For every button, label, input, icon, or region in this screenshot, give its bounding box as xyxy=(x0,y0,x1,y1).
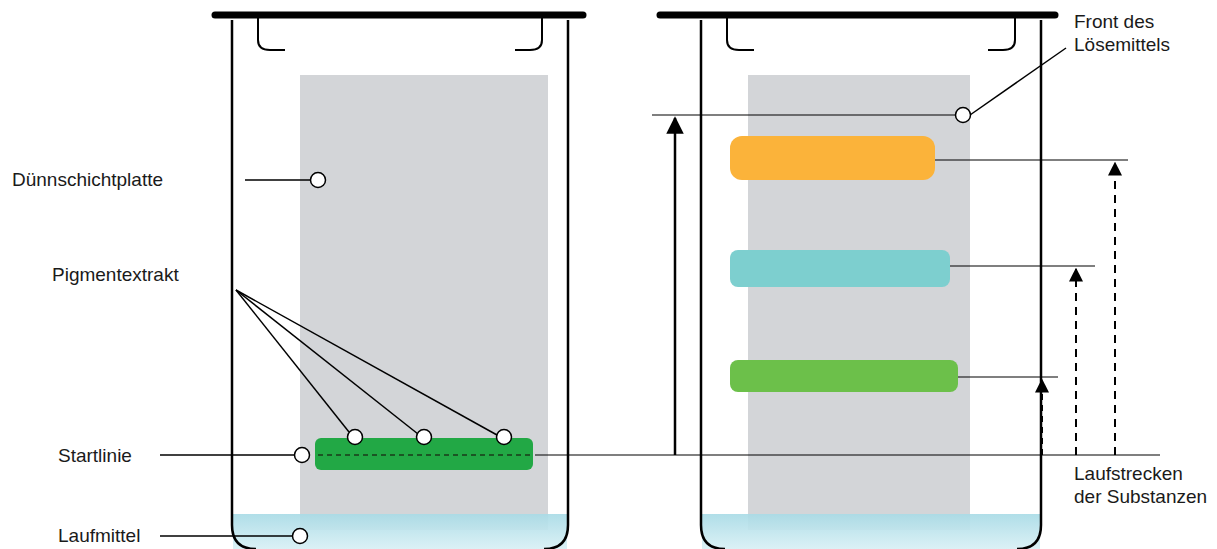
label: Laufstrecken der Substanzen xyxy=(1074,462,1214,508)
label: Front des Lösemittels xyxy=(1074,10,1212,56)
solvent xyxy=(702,514,1040,549)
pigment-band-orange xyxy=(730,136,935,180)
beaker-lip xyxy=(727,16,1015,50)
lid xyxy=(215,12,583,19)
solvent xyxy=(233,514,567,549)
pigment-band-green xyxy=(730,360,958,392)
start-line xyxy=(318,454,530,456)
beaker-right xyxy=(660,15,1055,549)
label: Startlinie xyxy=(58,444,132,467)
label: Dünnschichtplatte xyxy=(12,168,163,191)
lid xyxy=(660,12,1055,19)
tlc-plate xyxy=(300,75,548,530)
beaker-wall xyxy=(232,20,568,549)
beaker-wall xyxy=(701,20,1041,549)
beaker-left xyxy=(215,15,583,549)
beaker-lip xyxy=(258,16,542,50)
pigment-band-cyan xyxy=(730,250,950,287)
label: Pigmentextrakt xyxy=(52,263,179,286)
label: Laufmittel xyxy=(58,524,140,547)
leader-lines xyxy=(160,48,1066,544)
measurement-lines xyxy=(535,115,1160,455)
